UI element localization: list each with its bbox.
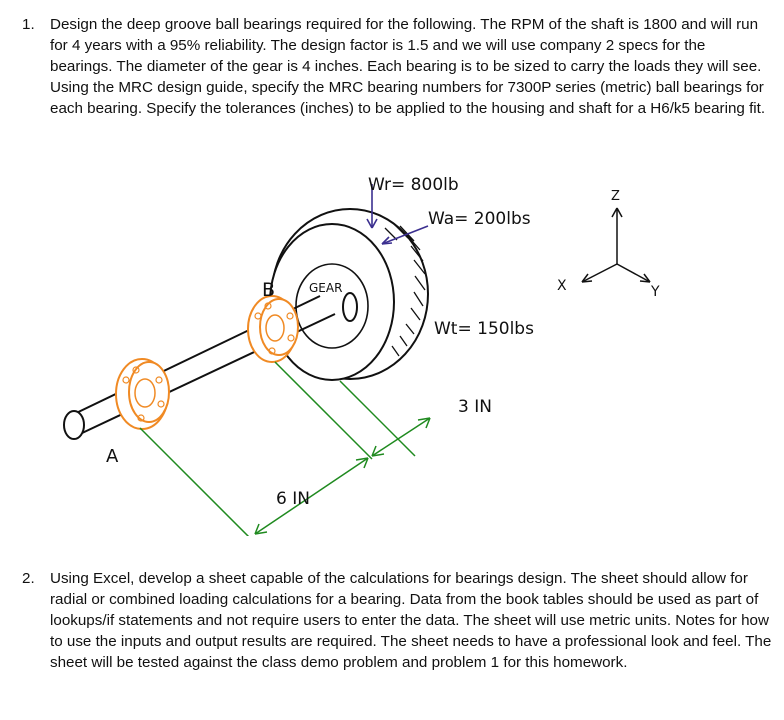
dim-3-label: 3 IN	[458, 397, 492, 417]
bearing-b-label: B	[262, 279, 275, 301]
wr-label: Wr= 800lb	[368, 175, 459, 195]
bearing-b	[247, 295, 299, 363]
wt-label: Wt= 150lbs	[434, 319, 534, 339]
shaft-bearing-diagram: Wr= 800lb Wa= 200lbs Wt= 150lbs 3 IN 6 I…	[63, 175, 660, 536]
axis-z-label: Z	[611, 189, 620, 204]
axis-triad	[581, 207, 651, 283]
axis-y-label: Y	[650, 284, 660, 300]
bearing-a	[115, 358, 170, 430]
dimension-lines	[139, 361, 431, 536]
problem-2-text: Using Excel, develop a sheet capable of …	[50, 570, 772, 671]
dim-6-label: 6 IN	[276, 489, 310, 509]
problem-2-number: 2.	[22, 570, 35, 587]
problem-2: 2. Using Excel, develop a sheet capable …	[22, 568, 772, 673]
gear-label: GEAR	[309, 281, 342, 295]
bearing-a-label: A	[106, 446, 119, 467]
problem-1-number: 1.	[22, 16, 35, 33]
force-arrows	[366, 184, 429, 245]
axis-x-label: X	[557, 278, 567, 294]
problem-1: 1. Design the deep groove ball bearings …	[22, 14, 772, 119]
problem-1-text: Design the deep groove ball bearings req…	[50, 16, 766, 117]
wa-label: Wa= 200lbs	[428, 209, 531, 229]
